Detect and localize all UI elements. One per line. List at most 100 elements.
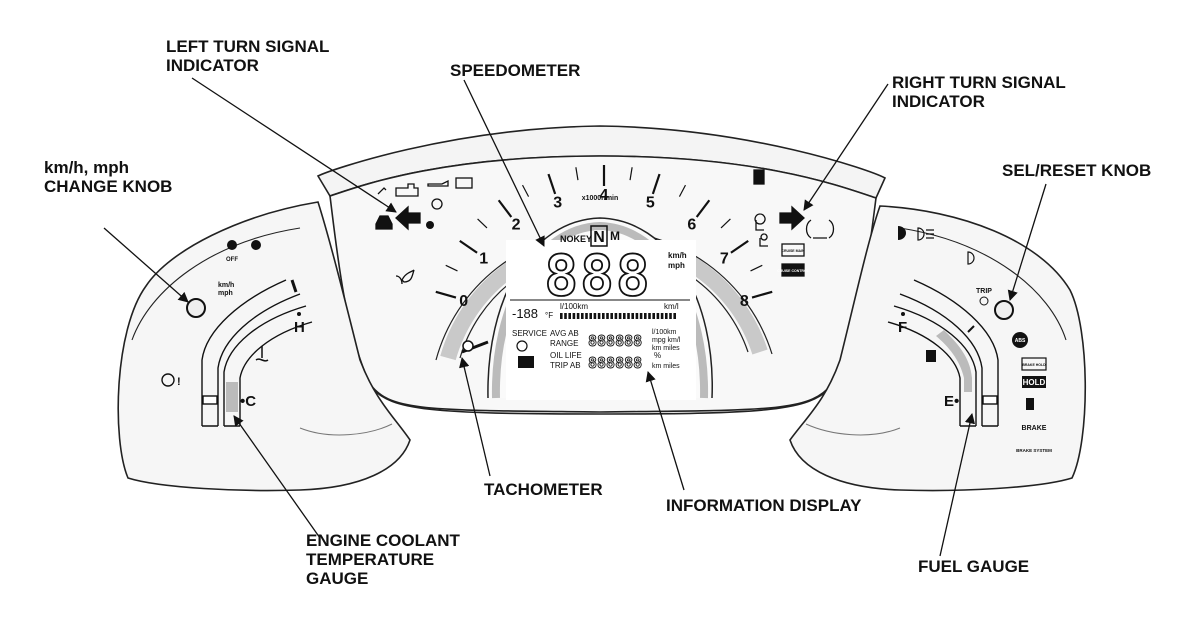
empty-label: E• — [944, 393, 959, 410]
leader-fuel — [939, 412, 976, 557]
tach-unit-label: x1000r/min — [582, 195, 619, 202]
callout-fuel-line-1: FUEL GAUGE — [918, 557, 1030, 576]
tach-minor-tick — [575, 167, 579, 181]
segment-digits-1: 888888 — [588, 332, 642, 350]
tach-major-tick — [459, 239, 478, 254]
callout-left-turn-signal: LEFT TURN SIGNAL INDICATOR — [166, 37, 329, 75]
hot-label: H — [294, 319, 305, 336]
tach-major-tick — [547, 173, 557, 195]
range-label: RANGE — [550, 339, 578, 348]
callout-information-display: INFORMATION DISPLAY — [666, 496, 862, 515]
econ-bar-segment — [610, 313, 613, 319]
key-icon — [377, 187, 387, 195]
callout-engine-coolant-gauge: ENGINE COOLANT TEMPERATURE GAUGE — [306, 531, 460, 588]
trip-ab-label: TRIP AB — [550, 361, 581, 370]
leader-speedometer — [463, 79, 545, 247]
maintenance-icon — [516, 340, 528, 352]
tach-minor-tick — [750, 264, 763, 272]
eco-leaf-icon — [395, 269, 415, 285]
econ-unit: km/l — [664, 302, 679, 311]
leader-lines — [103, 77, 1047, 557]
callout-left-turn-line-2: INDICATOR — [166, 56, 259, 75]
trip-icon — [979, 296, 989, 306]
tach-minor-tick — [521, 184, 530, 197]
tach-major-tick — [651, 173, 661, 195]
tach-minor-tick — [720, 218, 731, 229]
econ-bar-segment — [652, 313, 655, 319]
econ-bar-segment — [669, 313, 672, 319]
hold-icon — [1022, 376, 1046, 388]
callout-tachometer: TACHOMETER — [484, 480, 603, 499]
cruise-control-icon — [781, 263, 805, 277]
tach-major-tick — [695, 199, 711, 218]
speed-digits: 888 — [544, 244, 651, 309]
econ-bar-segment — [576, 313, 580, 319]
econ-bar-segment — [614, 313, 618, 319]
left-pod: km/h mph H •C OFF ! — [117, 201, 411, 492]
econ-bar-segment — [602, 313, 605, 319]
econ-bar-segment — [665, 313, 668, 319]
tach-number-3: 3 — [553, 195, 562, 212]
mph-label: mph — [218, 290, 233, 297]
abs-label: ABS — [1015, 338, 1026, 344]
econ-bar-segment — [627, 313, 630, 319]
tach-number-1: 1 — [479, 250, 488, 267]
coolant-temp-icon — [255, 346, 269, 362]
airbag-icon — [754, 213, 766, 231]
indicator-dot-icon — [426, 221, 434, 229]
callout-kmh-line-2: CHANGE KNOB — [44, 177, 173, 196]
sel-reset-knob[interactable] — [994, 300, 1014, 320]
callout-sel-reset-line-1: SEL/RESET KNOB — [1002, 161, 1152, 180]
econ-bar-segment — [572, 313, 576, 319]
leader-kmh-knob — [103, 227, 189, 303]
cruise-control-label: CRUISE CONTROL — [777, 269, 809, 273]
leader-coolant — [233, 415, 321, 539]
tach-minor-tick — [445, 264, 458, 272]
tach-number-0: 0 — [459, 293, 468, 310]
brake-system-label: BRAKE SYSTEM — [1016, 448, 1052, 453]
callout-kmh-mph-change-knob: km/h, mph CHANGE KNOB — [44, 158, 172, 196]
callout-coolant-line-2: TEMPERATURE — [306, 550, 435, 569]
leader-sel-reset — [1007, 183, 1047, 301]
callout-speedometer-line-1: SPEEDOMETER — [450, 61, 581, 80]
seatbelt-icon — [759, 233, 768, 247]
tach-number-5: 5 — [646, 195, 655, 212]
mode-indicator: M — [610, 229, 620, 243]
unit-l100km: l/100km — [652, 329, 677, 336]
econ-bar-segment — [597, 313, 601, 319]
callout-info-display-line-1: INFORMATION DISPLAY — [666, 496, 862, 515]
callout-fuel-gauge: FUEL GAUGE — [918, 557, 1029, 576]
hold-label: HOLD — [1023, 378, 1046, 387]
tach-number-7: 7 — [720, 250, 729, 267]
leader-left-turn — [191, 77, 397, 213]
callout-right-turn-signal: RIGHT TURN SIGNAL INDICATOR — [892, 73, 1066, 111]
tach-major-tick — [497, 199, 513, 218]
right-turn-arrow-icon — [779, 205, 805, 231]
tach-minor-tick — [477, 218, 488, 229]
econ-bar-segment — [593, 313, 597, 319]
econ-label: l/100km — [560, 302, 588, 311]
speed-unit-kmh: km/h — [668, 251, 687, 260]
callout-speedometer: SPEEDOMETER — [450, 61, 580, 80]
headlight-low-beam-icon — [917, 227, 934, 241]
brake-hold-icon — [1021, 357, 1047, 371]
nokey-indicator: NOKEY — [560, 234, 592, 244]
econ-bar-segment — [560, 313, 563, 319]
tach-minor-tick — [678, 184, 687, 197]
door-open-icon — [753, 169, 765, 185]
left-turn-arrow-icon — [395, 205, 421, 231]
tach-minor-tick — [629, 167, 633, 181]
econ-bar-segment — [660, 313, 664, 319]
tach-number-6: 6 — [687, 216, 696, 233]
seatbelt-key-icon — [518, 356, 534, 368]
charging-system-icon — [455, 177, 473, 189]
econ-bar-segment — [606, 313, 609, 319]
fuel-pump-icon — [926, 350, 936, 362]
eps-warning-icon — [161, 373, 175, 387]
unit-km-miles-2: km miles — [652, 363, 680, 370]
callout-left-turn-line-1: LEFT TURN SIGNAL — [166, 37, 330, 56]
leader-info-display — [645, 371, 685, 491]
kmh-mph-change-knob[interactable] — [186, 298, 206, 318]
headlight-high-beam-icon — [898, 226, 906, 240]
